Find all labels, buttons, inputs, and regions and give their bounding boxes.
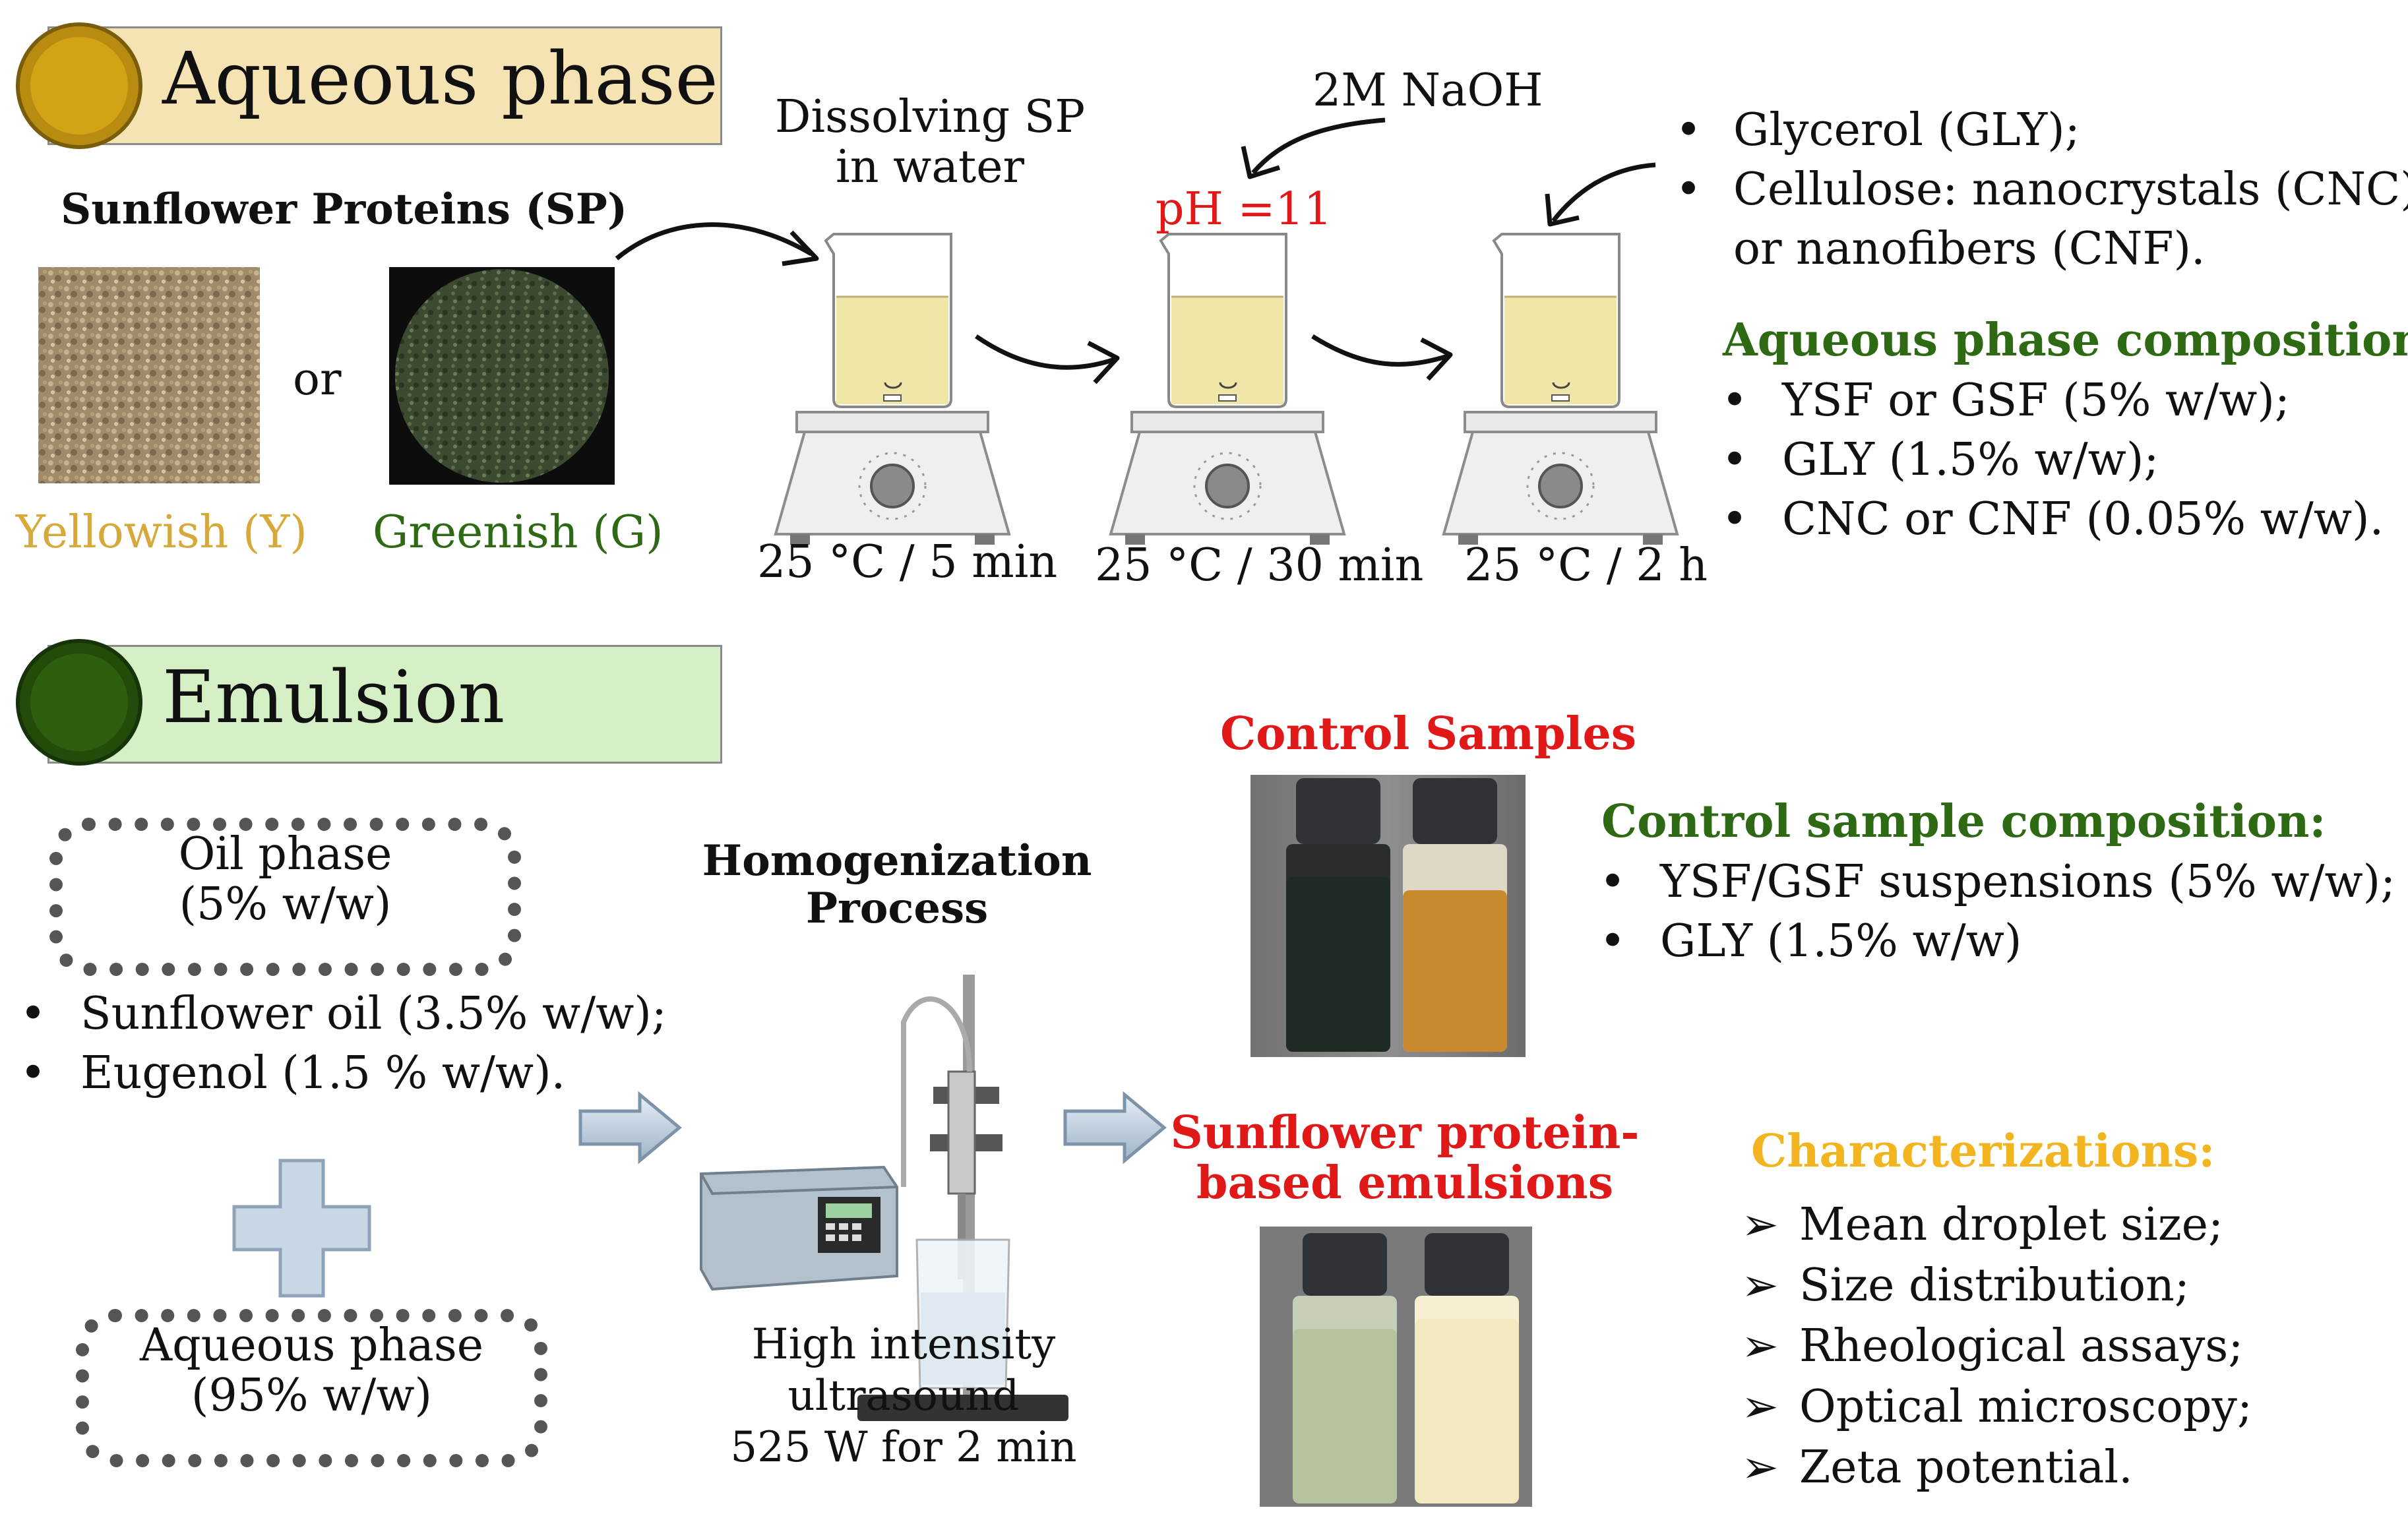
characterization-item: Rheological assays; [1799,1320,2244,1372]
aqueous-phase-box [76,1309,547,1467]
caption-line2: ultrasound [787,1372,1020,1421]
control-item: YSF/GSF suspensions (5% w/w); [1660,856,2396,908]
block-arrow-2-icon [1063,1091,1167,1165]
aqueous-phase-title: Aqueous phase [162,36,718,121]
characterization-item: Zeta potential. [1799,1442,2133,1494]
composition-item: YSF or GSF (5% w/w); [1782,375,2290,427]
aqueous-phase-circle-icon [20,26,139,145]
ultrasound-homogenizer-icon [700,975,1068,1421]
control-samples-photo [1250,775,1526,1057]
oil-phase-label: Oil phase (5% w/w) [49,828,521,931]
naoh-label: 2M NaOH [1312,65,1543,117]
homogenization-line2: Process [805,883,989,933]
oil-phase-line2: (5% w/w) [179,878,392,931]
magnetic-stirrer-2-icon [1109,233,1345,546]
magnetic-stirrer-3-icon [1442,233,1679,546]
control-composition-heading: Control sample composition: [1601,795,2326,848]
characterization-item: Optical microscopy; [1799,1381,2252,1433]
homogenization-line1: Homogenization [702,836,1092,886]
control-item: GLY (1.5% w/w) [1660,915,2022,967]
aqueous-box-line2: (95% w/w) [191,1370,433,1422]
composition-item: GLY (1.5% w/w); [1782,434,2159,486]
yellowish-powder-image [38,267,260,483]
arrow-bullet-icon: ➢ [1741,1381,1779,1433]
oil-item: Eugenol (1.5 % w/w). [80,1047,566,1099]
emulsions-line1: Sunflower protein- [1170,1107,1640,1159]
arrow-1-to-2-icon [975,334,1116,370]
arrow-2-to-3-icon [1311,334,1449,367]
homogenization-heading: Homogenization Process [699,837,1095,932]
yellowish-label: Yellowish (Y) [16,506,307,559]
arrow-bullet-icon: ➢ [1741,1442,1779,1494]
plus-icon [232,1159,371,1298]
aqueous-phase-banner [47,26,722,145]
curved-arrow-icon [615,222,813,260]
condition-1: 25 °C / 5 min [757,536,1058,588]
arrow-bullet-icon: ➢ [1741,1260,1779,1312]
caption-line1: High intensity [751,1320,1056,1369]
additive-item-1: Glycerol (GLY); [1733,104,2080,156]
greenish-powder-disc [395,269,609,483]
additive-bullet-2: • [1675,164,1702,216]
composition-item: CNC or CNF (0.05% w/w). [1782,493,2384,545]
condition-3: 25 °C / 2 h [1464,539,1708,592]
aqueous-box-label: Aqueous phase (95% w/w) [76,1320,547,1422]
homogenization-caption: High intensity ultrasound 525 W for 2 mi… [706,1319,1101,1473]
oil-item: Sunflower oil (3.5% w/w); [80,988,667,1040]
or-label: or [293,353,342,406]
additive-item-2-line2: or nanofibers (CNF). [1733,223,2206,275]
arrow-bullet-icon: ➢ [1741,1199,1779,1251]
sp-heading: Sunflower Proteins (SP) [61,185,628,234]
oil-phase-line1: Oil phase [178,828,392,880]
ph-label: pH =11 [1156,183,1332,235]
block-arrow-1-icon [578,1091,682,1165]
greenish-label: Greenish (G) [373,506,664,559]
dissolving-line1: Dissolving SP [774,91,1086,143]
emulsions-line2: based emulsions [1196,1157,1614,1210]
naoh-arrow-icon [1251,117,1386,175]
additive-bullet-1: • [1675,104,1702,156]
aqueous-box-line1: Aqueous phase [140,1320,483,1372]
condition-2: 25 °C / 30 min [1095,539,1424,592]
dissolving-label: Dissolving SP in water [765,92,1095,193]
arrow-bullet-icon: ➢ [1741,1320,1779,1372]
characterization-item: Mean droplet size; [1799,1199,2223,1251]
emulsion-title: Emulsion [162,655,505,739]
emulsions-heading: Sunflower protein- based emulsions [1167,1108,1642,1208]
oil-phase-box [49,818,521,976]
characterizations-heading: Characterizations: [1751,1125,2215,1178]
caption-line3: 525 W for 2 min [730,1423,1077,1472]
control-samples-heading: Control Samples [1220,708,1637,760]
additives-arrow-icon [1551,162,1656,223]
dissolving-line2: in water [836,141,1024,194]
magnetic-stirrer-1-icon [774,233,1010,546]
aqueous-composition-heading: Aqueous phase composition: [1723,314,2408,367]
emulsion-samples-photo [1260,1227,1532,1507]
emulsion-banner [47,645,722,764]
characterization-item: Size distribution; [1799,1260,2190,1312]
additive-item-2-line1: Cellulose: nanocrystals (CNC) [1733,164,2408,216]
emulsion-circle-icon [20,643,139,762]
